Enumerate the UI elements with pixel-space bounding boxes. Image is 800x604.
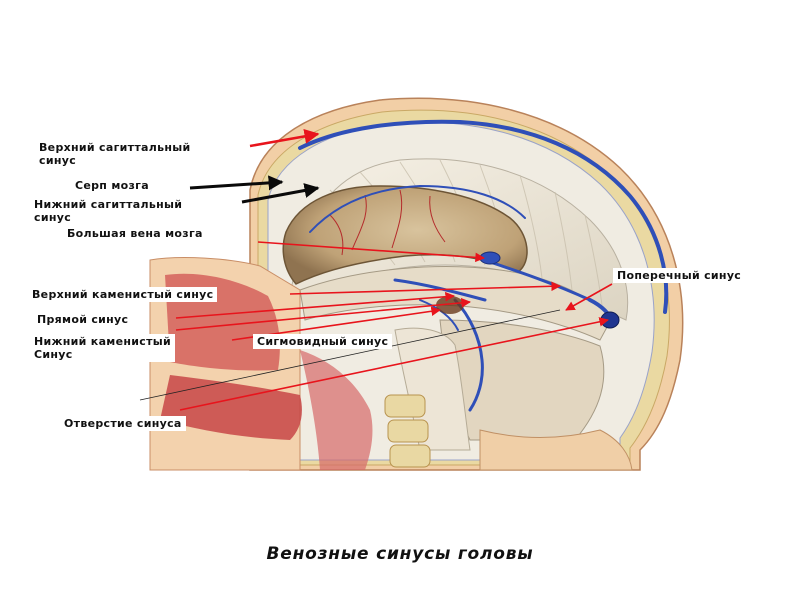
confluence-bulb <box>601 312 619 328</box>
label-superior-petrosal-sinus: Верхний каменистый синус <box>28 287 217 302</box>
label-straight-sinus: Прямой синус <box>33 312 132 327</box>
figure-caption: Венозные синусы головы <box>0 544 800 564</box>
label-transverse-sinus: Поперечный синус <box>613 268 745 283</box>
label-sinus-opening: Отверстие синуса <box>60 416 186 431</box>
label-inferior-petrosal-sinus: Нижний каменистый Синус <box>30 334 175 362</box>
cervical-vertebrae <box>385 395 430 467</box>
label-superior-sagittal-sinus: Верхний сагиттальный синус <box>35 140 195 168</box>
label-great-cerebral-vein: Большая вена мозга <box>63 226 207 241</box>
label-falx-cerebri: Серп мозга <box>71 178 153 193</box>
label-sigmoid-sinus: Сигмовидный синус <box>253 334 392 349</box>
label-inferior-sagittal-sinus: Нижний сагиттальный синус <box>30 197 186 225</box>
